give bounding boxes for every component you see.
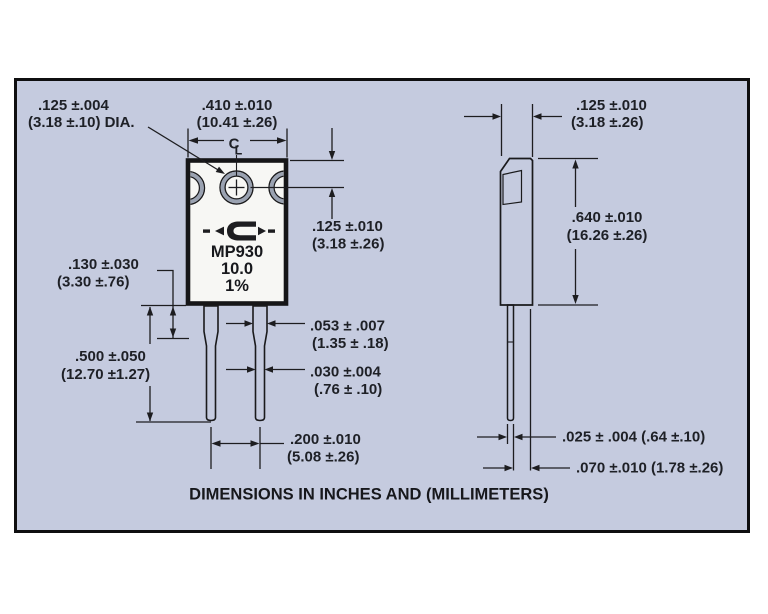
dim-lead-shoulder: .130 ±.030 (3.30 ±.76) xyxy=(57,256,189,340)
dim-body-width-mm: (10.41 ±.26) xyxy=(197,114,278,131)
dim-lead-shoulder-inches: .130 ±.030 xyxy=(68,256,139,273)
dimension-arrow xyxy=(264,366,273,373)
dim-hole-center-from-top: .125 ±.010 (3.18 ±.26) xyxy=(250,128,384,253)
leader-line xyxy=(157,269,174,306)
part-model: MP930 xyxy=(211,243,263,261)
dim-body-thickness: .125 ±.010 (3.18 ±.26) xyxy=(464,97,647,157)
leader-arrowhead xyxy=(215,166,225,174)
dimension-arrow xyxy=(504,464,513,472)
dim-body-width: .410 ±.010 (10.41 ±.26) C L xyxy=(187,97,288,158)
part-tolerance: 1% xyxy=(225,277,249,295)
centerline-symbol-c: C xyxy=(229,136,240,153)
dim-hole-diameter: .125 ±.004 (3.18 ±.10) DIA. xyxy=(28,97,225,174)
logo-right-arrow xyxy=(258,226,266,236)
dimension-arrow xyxy=(250,440,260,447)
dim-lead-spacing-mm: (5.08 ±.26) xyxy=(287,449,359,466)
drawing-caption: DIMENSIONS IN INCHES AND (MILLIMETERS) xyxy=(189,486,549,504)
dim-lead-shoulder-mm: (3.30 ±.76) xyxy=(57,274,129,291)
dim-lead-length-inches: .500 ±.050 xyxy=(75,348,146,365)
caddock-c-logo-icon xyxy=(203,221,275,241)
logo-left-dash xyxy=(203,229,210,233)
dimension-arrow xyxy=(277,137,287,144)
left-lead xyxy=(203,305,219,422)
dimension-arrow xyxy=(492,113,501,120)
dimension-arrow xyxy=(169,306,177,316)
cutout-outer-edge xyxy=(190,170,206,206)
dimension-arrow xyxy=(169,328,177,338)
logo-c-glyph xyxy=(227,221,256,241)
side-lead xyxy=(506,304,515,422)
dimension-arrow xyxy=(211,440,221,447)
dim-lead-width-lower: .030 ±.004 (.76 ± .10) xyxy=(226,364,382,398)
dim-lead-width-upper-inches: .053 ± .007 xyxy=(310,318,385,335)
dim-hole-offset-mm: (3.18 ±.26) xyxy=(312,236,384,253)
dim-lead-spacing-inches: .200 ±.010 xyxy=(290,431,361,448)
dimension-arrow xyxy=(572,295,579,304)
dimension-arrow xyxy=(188,137,198,144)
dim-lead-thickness: .025 ± .004 (.64 ±.10) xyxy=(477,424,705,471)
dimension-arrow xyxy=(267,320,276,327)
dim-lead-width-lower-inches: .030 ±.004 xyxy=(310,364,381,381)
dim-body-width-inches: .410 ±.010 xyxy=(202,97,273,114)
dim-lead-width-upper-mm: (1.35 ± .18) xyxy=(312,335,389,352)
cutout-ring xyxy=(190,172,204,204)
dim-lead-width-lower-mm: (.76 ± .10) xyxy=(314,381,382,398)
right-lead xyxy=(252,305,268,422)
front-view: MP930 10.0 1% .125 ±.004 (3.18 ±.10) DIA… xyxy=(28,97,389,469)
dim-body-height: .640 ±.010 (16.26 ±.26) xyxy=(538,157,648,306)
side-view: .125 ±.010 (3.18 ±.26) .640 ±.010 (16.26… xyxy=(464,97,723,477)
dim-lead-length-mm: (12.70 ±1.27) xyxy=(61,366,150,383)
dim-hole-diameter-mm: (3.18 ±.10) DIA. xyxy=(28,114,135,131)
dim-body-thickness-inches: .125 ±.010 xyxy=(576,97,647,114)
dim-body-height-inches: .640 ±.010 xyxy=(572,209,643,226)
dimension-arrow xyxy=(572,159,579,169)
dimension-arrow xyxy=(498,433,507,441)
dimension-arrow xyxy=(531,464,540,472)
dim-lead-length: .500 ±.050 (12.70 ±1.27) xyxy=(61,306,211,423)
dimension-arrow xyxy=(533,113,542,120)
dimension-arrow xyxy=(328,151,336,160)
dim-lead-offset-label: .070 ±.010 (1.78 ±.26) xyxy=(576,460,723,477)
dim-lead-thickness-label: .025 ± .004 (.64 ±.10) xyxy=(562,429,705,446)
dim-body-height-mm: (16.26 ±.26) xyxy=(567,227,648,244)
dim-lead-offset: .070 ±.010 (1.78 ±.26) xyxy=(483,309,723,477)
side-body xyxy=(499,157,534,306)
dim-hole-diameter-inches: .125 ±.004 xyxy=(38,97,109,114)
dimension-arrow xyxy=(146,412,154,422)
logo-left-arrow xyxy=(215,226,224,236)
dim-body-thickness-mm: (3.18 ±.26) xyxy=(571,114,643,131)
dimension-arrow xyxy=(247,366,256,373)
dimension-arrow xyxy=(244,320,253,327)
hole-inner-edge xyxy=(224,175,249,200)
dim-lead-width-upper: .053 ± .007 (1.35 ± .18) xyxy=(226,318,389,352)
dimension-arrow xyxy=(328,188,336,197)
dimension-arrow xyxy=(146,306,154,316)
cutout-inner-edge xyxy=(190,176,200,200)
drawing-frame xyxy=(14,78,750,533)
dimension-arrow xyxy=(514,433,523,441)
dim-lead-spacing: .200 ±.010 (5.08 ±.26) xyxy=(210,427,361,469)
part-resistance: 10.0 xyxy=(221,260,253,278)
left-cutout xyxy=(190,170,206,206)
centerline-symbol-l: L xyxy=(235,144,243,158)
leader-line xyxy=(147,126,220,172)
logo-right-dash xyxy=(268,229,275,233)
dim-hole-offset-inches: .125 ±.010 xyxy=(312,218,383,235)
side-body-chamfer xyxy=(502,169,523,206)
